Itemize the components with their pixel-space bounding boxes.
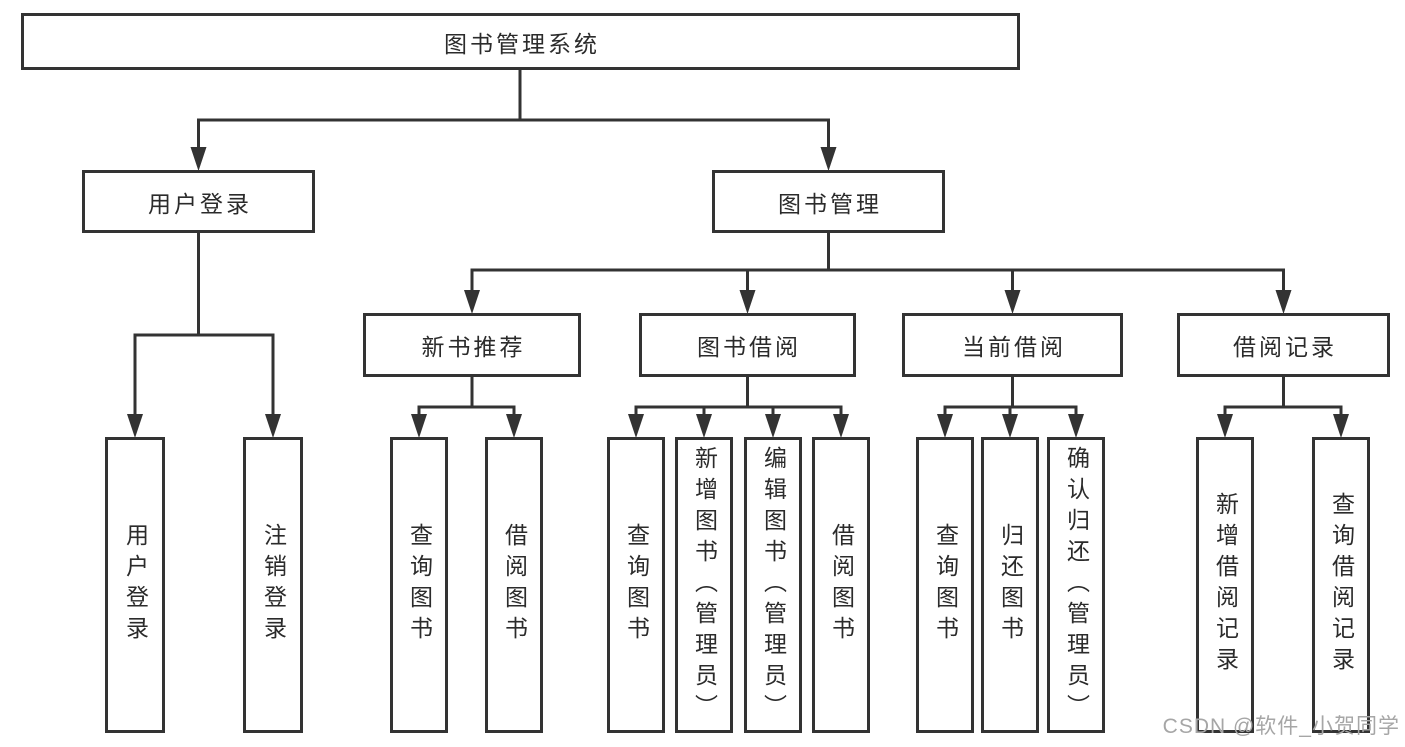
node-label-query-borrow-record: 查询借阅记录 (1328, 492, 1355, 678)
node-label-library-system: 图书管理系统 (444, 30, 600, 57)
connector-arrowhead (411, 414, 427, 438)
connector-arrowhead (1002, 414, 1018, 438)
node-label-user-login-leaf: 用户登录 (122, 523, 149, 647)
node-query-books-2: 查询图书 (607, 437, 665, 733)
node-label-confirm-return: 确认归还（管理员） (1063, 445, 1090, 725)
node-label-query-books-3: 查询图书 (932, 523, 959, 647)
connector-arrowhead (937, 414, 953, 438)
node-add-borrow-record: 新增借阅记录 (1196, 437, 1254, 733)
node-return-book: 归还图书 (981, 437, 1039, 733)
connector-arrowhead (765, 414, 781, 438)
node-add-book: 新增图书（管理员） (675, 437, 733, 733)
node-label-edit-book: 编辑图书（管理员） (760, 445, 787, 725)
connector-arrowhead (1068, 414, 1084, 438)
connector-arrowhead (127, 414, 143, 438)
node-label-return-book: 归还图书 (997, 523, 1024, 647)
connector-arrowhead (1333, 414, 1349, 438)
node-label-logout: 注销登录 (260, 523, 287, 647)
node-user-login: 用户登录 (82, 170, 315, 233)
connector-arrowhead (464, 290, 480, 314)
connector-arrowhead (506, 414, 522, 438)
node-label-borrow-books-2: 借阅图书 (828, 523, 855, 647)
node-label-book-borrowing: 图书借阅 (697, 334, 801, 360)
node-logout: 注销登录 (243, 437, 303, 733)
connector-arrowhead (1004, 290, 1021, 314)
node-label-add-borrow-record: 新增借阅记录 (1212, 492, 1239, 678)
connector-arrowhead (628, 414, 644, 438)
node-borrow-records: 借阅记录 (1177, 313, 1390, 377)
node-label-query-books-1: 查询图书 (406, 523, 433, 647)
node-book-borrowing: 图书借阅 (639, 313, 856, 377)
node-label-borrow-records: 借阅记录 (1233, 334, 1337, 360)
connector-arrowhead (820, 147, 837, 171)
node-library-system: 图书管理系统 (21, 13, 1020, 70)
node-label-book-management: 图书管理 (778, 190, 882, 217)
connector-arrowhead (1217, 414, 1233, 438)
node-label-query-books-2: 查询图书 (623, 523, 650, 647)
node-label-add-book: 新增图书（管理员） (691, 445, 718, 725)
connector-arrowhead (1275, 290, 1292, 314)
node-edit-book: 编辑图书（管理员） (744, 437, 802, 733)
connector-arrowhead (833, 414, 849, 438)
connector-arrowhead (190, 147, 207, 171)
node-borrow-books-1: 借阅图书 (485, 437, 543, 733)
connector-arrowhead (265, 414, 281, 438)
node-label-new-book-recommend: 新书推荐 (421, 334, 526, 360)
watermark: CSDN @软件_小贺同学 (1162, 715, 1400, 738)
node-label-current-borrowing: 当前借阅 (962, 334, 1066, 360)
node-query-books-1: 查询图书 (390, 437, 448, 733)
node-label-borrow-books-1: 借阅图书 (501, 523, 528, 647)
node-new-book-recommend: 新书推荐 (363, 313, 581, 377)
node-label-user-login: 用户登录 (148, 190, 252, 217)
node-current-borrowing: 当前借阅 (902, 313, 1123, 377)
node-query-borrow-record: 查询借阅记录 (1312, 437, 1370, 733)
node-query-books-3: 查询图书 (916, 437, 974, 733)
connector-arrowhead (696, 414, 712, 438)
connector-arrowhead (739, 290, 756, 314)
node-book-management: 图书管理 (712, 170, 945, 233)
node-borrow-books-2: 借阅图书 (812, 437, 870, 733)
node-user-login-leaf: 用户登录 (105, 437, 165, 733)
node-confirm-return: 确认归还（管理员） (1047, 437, 1105, 733)
